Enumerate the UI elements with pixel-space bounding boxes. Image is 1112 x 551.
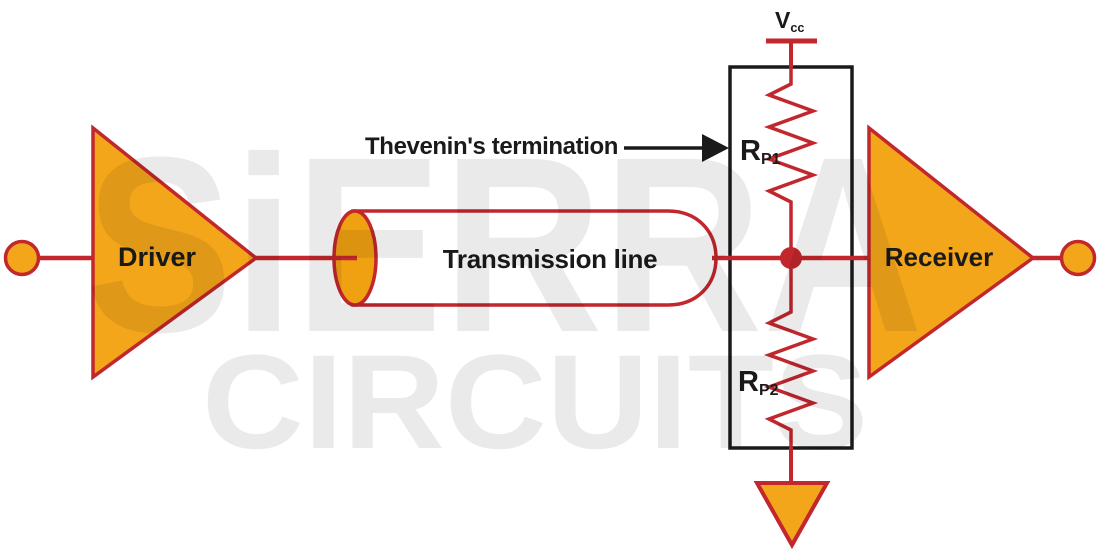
rp1-label: RP1 <box>740 135 781 169</box>
vcc-rail-icon <box>766 38 817 67</box>
callout-text: Thevenin's termination <box>365 133 618 160</box>
vcc-label: Vcc <box>775 7 805 35</box>
rp2-sub-text: P2 <box>758 382 779 400</box>
rp2-main-text: R <box>738 366 759 398</box>
vcc-main-text: V <box>775 7 791 33</box>
transmission-line-label: Transmission line <box>442 244 658 274</box>
thevenin-callout-label: Thevenin's termination <box>365 135 618 159</box>
rp2-label: RP2 <box>738 366 779 400</box>
resistor-rp2-icon <box>763 266 819 449</box>
receiver-triangle-icon <box>867 124 1036 381</box>
callout-arrow-icon <box>624 134 729 162</box>
receiver-label: Receiver <box>884 242 994 272</box>
resistor-rp1-icon <box>763 67 819 250</box>
driver-label: Driver <box>117 242 197 272</box>
rp1-sub-text: P1 <box>760 151 781 169</box>
receiver-output-terminal-icon <box>1059 239 1097 277</box>
vcc-sub-text: cc <box>790 20 805 35</box>
driver-input-terminal-icon <box>3 239 41 277</box>
driver-triangle-icon <box>91 124 259 381</box>
transmission-cylinder-icon <box>256 209 718 307</box>
rp1-main-text: R <box>740 135 761 167</box>
ground-icon <box>753 448 831 550</box>
junction-dot-icon <box>780 247 802 269</box>
